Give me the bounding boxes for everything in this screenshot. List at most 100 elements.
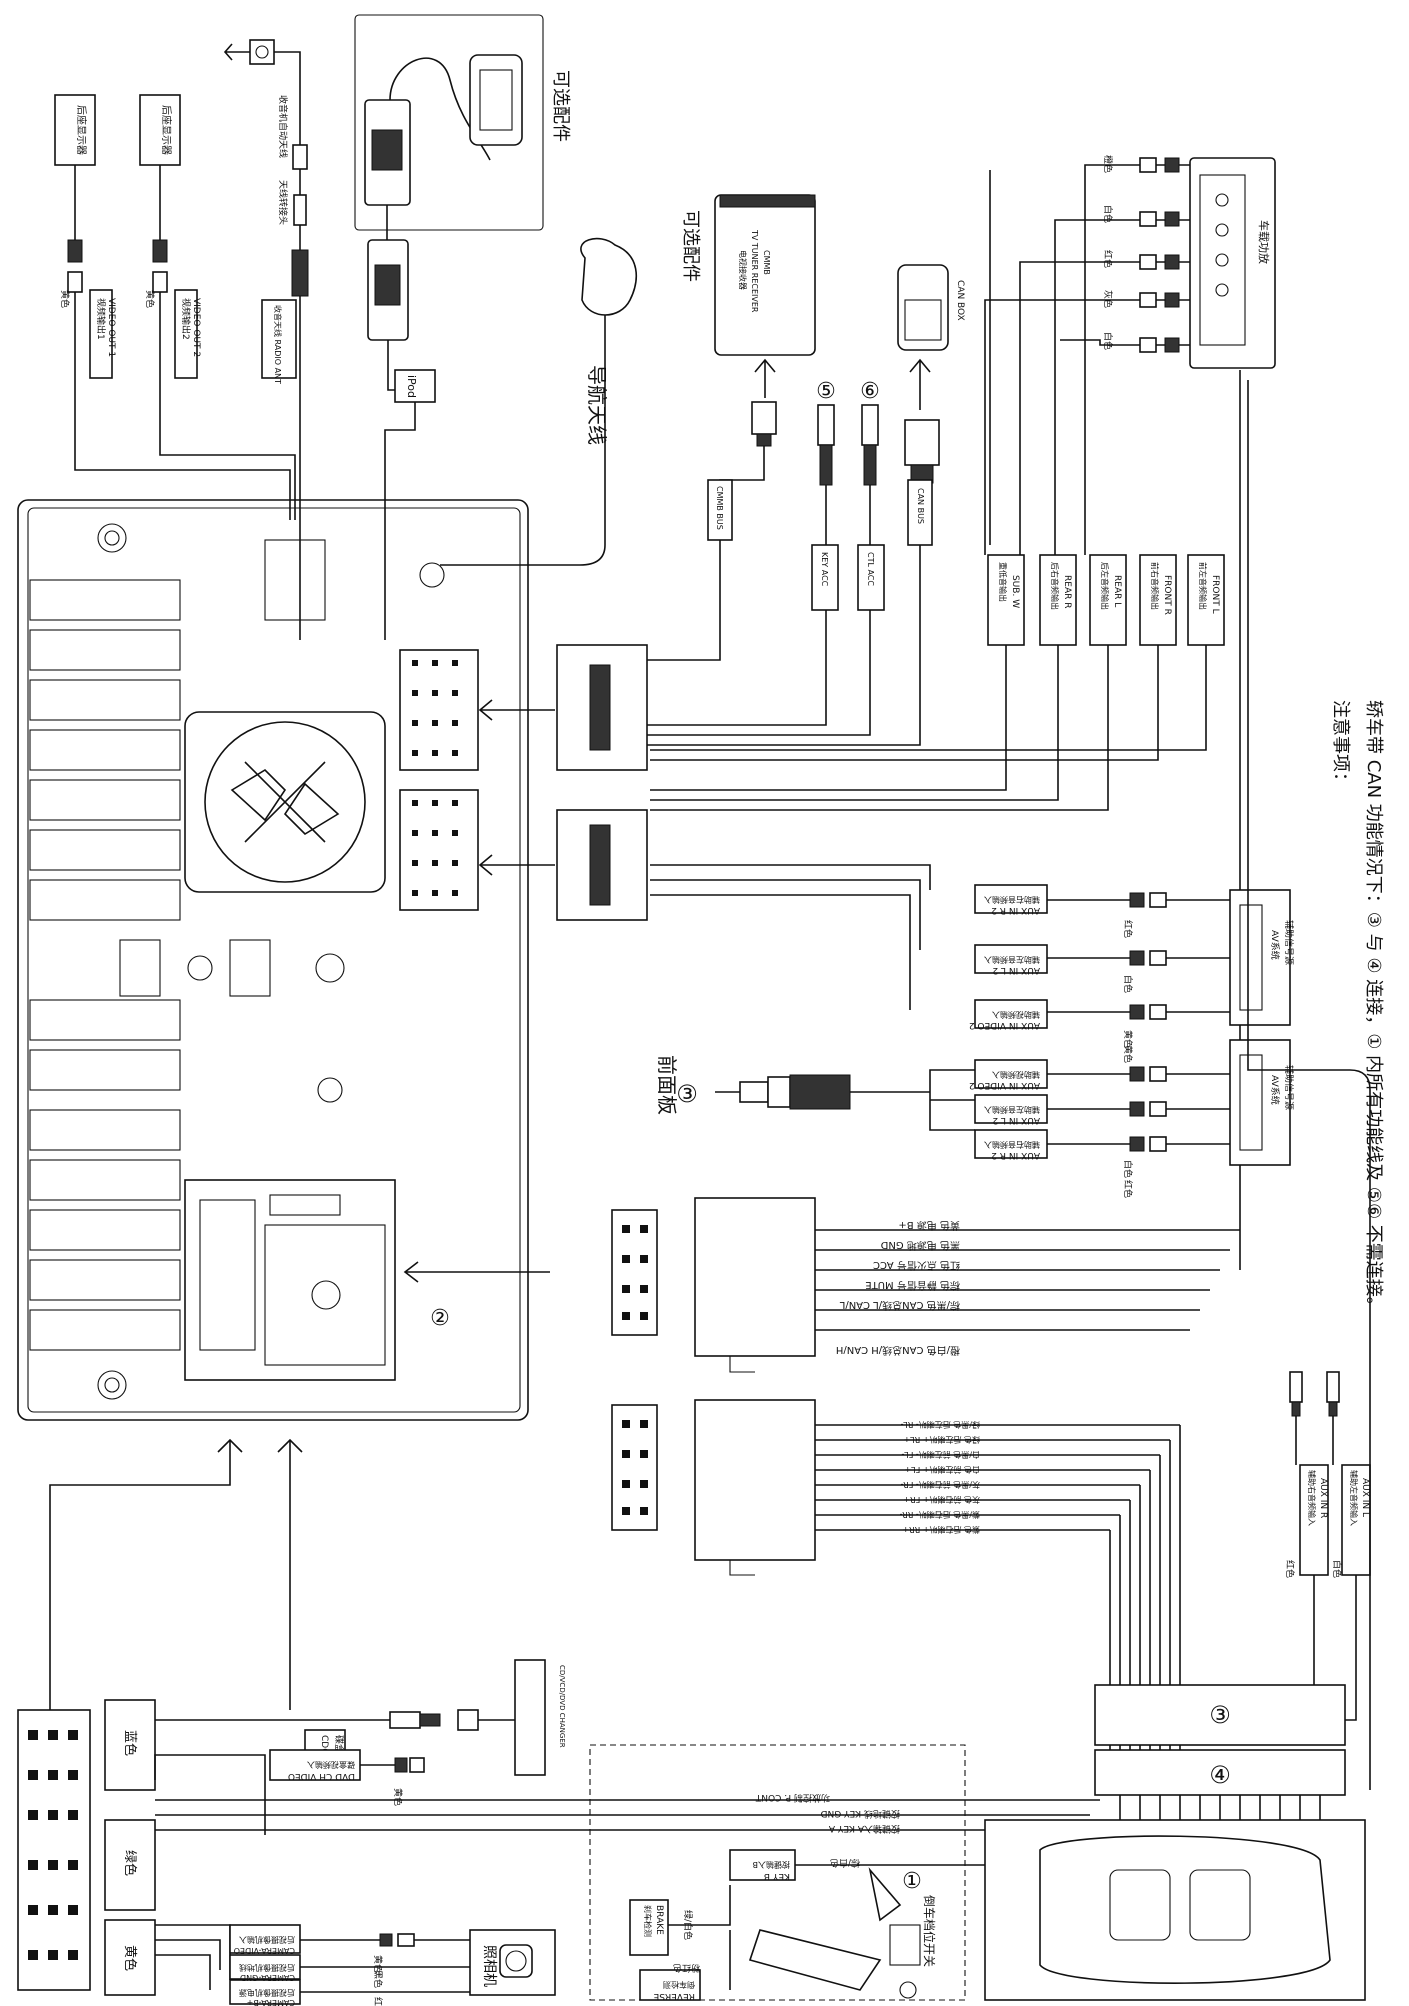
- circle-6: ⑥: [860, 379, 880, 404]
- amp-out-4-en: FRONT R: [1162, 575, 1172, 615]
- amp-label: 车载功放: [1257, 220, 1271, 264]
- amp-out-2-en: REAR R: [1062, 575, 1072, 608]
- key-a-label: 按键输入A KEY A: [828, 1823, 900, 1835]
- rear-monitor-label-2: 后座显示器: [160, 105, 173, 155]
- camera-video-en: CAMERA-VIDEO: [234, 1946, 295, 1955]
- amp-out-1-en: SUB. W: [1010, 575, 1020, 608]
- reverse-en: REVERSE: [653, 1991, 695, 2001]
- front-panel-label: 前面板: [655, 1055, 679, 1115]
- circle-3-can: ③: [1209, 1701, 1231, 1729]
- rear-camera: 后视摄像机输入 CAMERA-VIDEO 后视摄像机地线 CAMERA-GND …: [155, 1924, 556, 2006]
- antenna-adapter-label: 天线转接头: [277, 180, 289, 225]
- brake-cn: 刹车检测: [643, 1905, 653, 1937]
- key-b-color: 棕/白色: [830, 1857, 860, 1869]
- green-label: 绿色: [122, 1850, 138, 1876]
- aux-lower-color-2: 白色: [1122, 1160, 1134, 1178]
- amp-out-4-cn: 前右音频输出: [1150, 562, 1160, 610]
- note-title: 注意事项：: [1330, 700, 1351, 790]
- ipod-cable: 可选配件 iPod: [354, 14, 571, 640]
- optional-label-ipod: 可选配件: [550, 70, 571, 142]
- front-panel-jack: 前面板 ③ 辅助视频输入 AUX IN VIDEO 2 辅助左音频输入 AUX …: [655, 1039, 1295, 1198]
- key-b-en: KEY B: [764, 1871, 790, 1881]
- head-unit: [17, 499, 529, 1421]
- aux-lower-2-cn: 辅助左音频输入: [984, 1105, 1040, 1115]
- camera-color-3: 红色: [372, 1997, 384, 2006]
- aux-upper-color-2: 白色: [1122, 975, 1134, 993]
- nav-antenna: 导航天线: [440, 237, 637, 566]
- cooling-fan: [184, 711, 386, 893]
- camera-color-2: 黑色: [372, 1970, 384, 1988]
- video-out-2-en: VIDEO OUT 2: [191, 298, 201, 357]
- power-wire-1: 黄色 电源 B+: [898, 1219, 960, 1232]
- speaker-harness: 绿/黑色 后左喇叭- RL- 绿色 后左喇叭+ RL+ 白/黑色 前左喇叭- F…: [611, 1399, 1181, 1760]
- aux-in-l-cn: 辅助左音频输入: [1349, 1470, 1359, 1526]
- camera-gnd-en: CAMERA-GND: [240, 1973, 295, 1982]
- aux-in-r-color: 红色: [1284, 1560, 1296, 1578]
- amp-out-1-cn: 重低音输出: [998, 562, 1008, 602]
- speaker-wire-3: 白/黑色 前左喇叭- FL-: [901, 1450, 980, 1460]
- circle-3-front: ③: [676, 1080, 698, 1108]
- aux-in-r-en: AUX IN R: [1318, 1478, 1328, 1518]
- aux-lower-3-cn: 辅助右音频输入: [984, 1140, 1040, 1150]
- av-system-lower: AV系统: [1269, 1075, 1281, 1105]
- aux-in-l-en: AUX IN L: [1360, 1478, 1370, 1517]
- can-box: CAN BOX CAN BUS: [640, 264, 965, 746]
- amp-out-5-en: FRONT L: [1210, 575, 1220, 614]
- amp-out-3-cn: 后左音频输出: [1100, 562, 1110, 610]
- aux-upper: 辅助右音频输入 AUX IN R 2 辅助左音频输入 AUX IN L 2 辅助…: [650, 864, 1295, 1048]
- reverse-color: 粉红色: [673, 1962, 700, 1974]
- aux-lower-2-en: AUX IN L 2: [992, 1115, 1040, 1125]
- handbrake-switch-label: 倒车档位开关: [922, 1895, 937, 1967]
- tv-tuner: 可选配件 电视接收器 TV TUNER RECEIVER CMMB CMMB B…: [630, 194, 816, 661]
- amp-output-labels: 重低音输出 SUB. W 后右音频输出 REAR R 后左音频输出 REAR L…: [650, 554, 1225, 811]
- speaker-wire-6: 灰色 前右喇叭+ FR+: [903, 1495, 980, 1505]
- tv-tuner-line-1: 电视接收器: [738, 250, 748, 290]
- aux-lower-color-1: 黄色: [1122, 1045, 1134, 1063]
- camera-color-1: 黄色: [372, 1955, 384, 1973]
- tv-tuner-line-2: TV TUNER RECEIVER: [750, 229, 759, 313]
- video-out-2-color: 黄色: [144, 290, 156, 308]
- reverse-cn: 倒车检测: [663, 1980, 695, 1990]
- aux-lower-3-en: AUX IN R 2: [991, 1150, 1040, 1160]
- optional-label-tv: 可选配件: [680, 210, 701, 282]
- aux-upper-1-cn: 辅助右音频输入: [984, 895, 1040, 905]
- cdc-en: CDC: [319, 1735, 329, 1755]
- amp-plug-color-1: 橙色: [1102, 155, 1114, 173]
- amp-out-3-en: REAR L: [1112, 575, 1122, 607]
- circle-1: ①: [902, 1869, 922, 1894]
- acc-wires: ⑤ ⑥ KEY ACC CTL ACC: [640, 379, 885, 736]
- speaker-wire-4: 白色 前左喇叭+ FL+: [904, 1465, 980, 1475]
- radio-antenna-label: 收音机自动天线: [277, 95, 289, 158]
- camera-video-cn: 后视摄像机输入: [239, 1935, 295, 1945]
- main-harness-connector: 蓝色 绿色 黄色: [17, 1438, 303, 1996]
- radio-antenna: 收音机自动天线 天线转接头 收音天线 RADIO ANT: [223, 39, 309, 640]
- dvd-ch-video-color: 黄色: [392, 1788, 404, 1806]
- cmmb-bus-label: CMMB BUS: [715, 486, 724, 530]
- power-harness: ② 黄色 电源 B+ 黑色 电源地 GND 红色 点火信号 ACC 棕色 静音信…: [403, 1197, 1240, 1373]
- power-wire-3: 红色 点火信号 ACC: [873, 1259, 960, 1272]
- key-gnd-label: 按键地线 KEY GND: [820, 1808, 900, 1820]
- can-bus-label: CAN BUS: [916, 488, 925, 524]
- note-body: 轿车带 CAN 功能情况下：③ 与 ④ 连接，① 内所有功能线及 ⑤⑥ 不需连接…: [1363, 700, 1384, 1315]
- speaker-wire-7: 紫/黑色 后右喇叭- RR-: [900, 1510, 980, 1520]
- chassis-ribs: [29, 579, 181, 1351]
- aux-signal-lower: 辅助信号源: [1283, 1065, 1295, 1110]
- aux-upper-2-cn: 辅助左音频输入: [984, 955, 1040, 965]
- av-system-upper: AV系统: [1269, 930, 1281, 960]
- dvd-ch-video-en: DVD CH VIDEO: [288, 1771, 355, 1781]
- aux-upper-1-en: AUX IN R 2: [991, 905, 1040, 915]
- ipod-label: iPod: [405, 375, 418, 398]
- can-box-label: CAN BOX: [955, 280, 965, 321]
- aux-upper-3-cn: 辅助视频输入: [992, 1010, 1040, 1020]
- video-out-1-cn: 视频输出1: [95, 298, 107, 340]
- tv-tuner-line-3: CMMB: [762, 250, 771, 275]
- aux-in-r-cn: 辅助右音频输入: [1307, 1470, 1317, 1526]
- rear-monitor-label-1: 后座显示器: [75, 105, 88, 155]
- cdc-cn: 碟盒: [333, 1735, 345, 1753]
- aux-in-l-color: 白色: [1331, 1560, 1343, 1578]
- amp-plug-color-5: 白色: [1102, 332, 1114, 350]
- rear-monitors: 后座显示器 后座显示器 黄色 黄色 视频输出1 VIDEO OUT 1 视频输出…: [54, 94, 296, 520]
- video-out-2-cn: 视频输出2: [180, 298, 192, 340]
- camera-gnd-cn: 后视摄像机地线: [239, 1963, 295, 1973]
- speaker-wire-2: 绿色 后左喇叭+ RL+: [903, 1435, 980, 1445]
